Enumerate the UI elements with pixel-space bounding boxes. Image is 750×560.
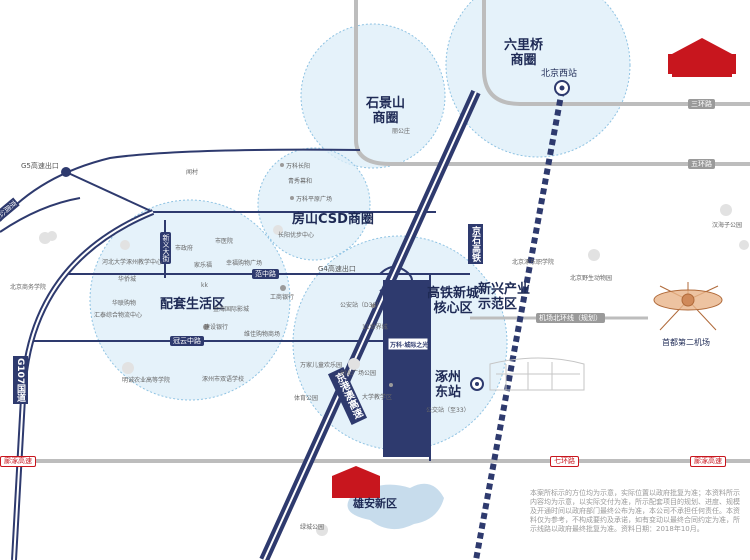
project-block bbox=[383, 280, 431, 457]
poi-ecological: 华侨城 bbox=[118, 276, 137, 283]
poi-dinglight: 丽公庄 bbox=[392, 128, 411, 135]
g5-exit-label: G5高速出口 bbox=[21, 162, 59, 170]
poi-jianshe: 建设银行 bbox=[204, 324, 229, 331]
poi-gongan3: 公交站（至33） bbox=[426, 407, 470, 414]
airport-icon bbox=[653, 282, 723, 331]
jingzhou-arc bbox=[0, 197, 81, 233]
project-logo-box bbox=[387, 337, 429, 351]
guanyun-shield: 冠云中路 bbox=[170, 336, 204, 346]
poi-daxue: 大学教学区 bbox=[362, 394, 393, 401]
tiananmen-icon bbox=[668, 38, 736, 77]
ring5-shield: 五环路 bbox=[688, 159, 715, 169]
zhuozhou-east-marker bbox=[470, 377, 484, 391]
train-sketch bbox=[489, 357, 585, 391]
ring7-shield: 七环路 bbox=[550, 456, 579, 467]
shijingshan-circle bbox=[300, 23, 446, 169]
zhuozhou-east-label: 涿州 东站 bbox=[435, 370, 462, 400]
hsr-core-label: 高铁新城 核心区 bbox=[427, 286, 480, 316]
poi-gongan: 公安站（D38） bbox=[340, 302, 383, 309]
project-name: 万科·城际之光 bbox=[390, 342, 429, 349]
beijing-west-marker bbox=[554, 80, 570, 96]
poi-dots bbox=[203, 163, 393, 387]
poi-huiyin: 汇泰综合物流中心 bbox=[94, 312, 143, 319]
poi-tiyu: 体育公园 bbox=[294, 395, 319, 402]
poi-huayu: 华联购物 bbox=[112, 300, 137, 307]
poi-shiyuan: 绿城公园 bbox=[300, 524, 325, 531]
poi-bj-edu: 北京涿东职学院 bbox=[512, 259, 555, 266]
langzhuo-left-shield: 廊涿高速 bbox=[0, 456, 36, 467]
poi-shichao: 市政府 bbox=[175, 245, 194, 252]
poi-shijie: 11世界城 bbox=[362, 324, 388, 331]
ring3-road bbox=[482, 0, 750, 106]
poi-shiyiyuan: 市医院 bbox=[215, 238, 234, 245]
poi-wanke2: 万科平原广场 bbox=[296, 196, 333, 203]
csd-label: 房山CSD商圈 bbox=[292, 212, 374, 227]
xiongan-icon bbox=[332, 466, 444, 530]
poi-kk: kk bbox=[201, 282, 208, 289]
poi-gongshang: 工商银行 bbox=[270, 294, 295, 301]
poi-jinlian: 金海国际影城 bbox=[213, 306, 250, 313]
g107-label: G107国道 bbox=[13, 356, 28, 405]
poi-bj-forest: 北京野生动物园 bbox=[570, 275, 613, 282]
liuliqiao-label: 六里桥 商圈 bbox=[504, 38, 544, 68]
poi-xingfu: 幸福购物广场 bbox=[226, 260, 263, 267]
poi-xiaoyuan: 创业广场公园 bbox=[340, 370, 377, 377]
poi-hebei-uni: 河北大学涿州教学中心 bbox=[102, 259, 163, 266]
poi-weijia: 维佳购物商场 bbox=[244, 331, 281, 338]
g4-exit-label: G4高速出口 bbox=[318, 265, 356, 273]
ring3-shield: 三环路 bbox=[688, 99, 715, 109]
disclaimer-note: 本案所标示的方位均为示意，实际位置以政府批复为准；本资料所示内容均为示意，以实际… bbox=[530, 489, 740, 533]
jingshi-hsr-label: 京石高铁 bbox=[468, 224, 483, 264]
airport-label: 首都第二机场 bbox=[662, 338, 710, 347]
ring5-road bbox=[354, 0, 750, 166]
langzhuo-right-shield: 廊涿高速 bbox=[690, 456, 726, 467]
ring-roads bbox=[0, 0, 750, 463]
liuliqiao-circle bbox=[445, 0, 631, 158]
jinggangao-expressway bbox=[259, 89, 481, 560]
airport-line-shield: 机场北环线（规划） bbox=[536, 313, 605, 323]
poi-qingyuan: 青秀幕和 bbox=[288, 178, 313, 185]
poi-jiaolou: 家乐福 bbox=[194, 262, 213, 269]
xiongan-label: 雄安新区 bbox=[353, 497, 397, 510]
xinyi-shield: 新义大街 bbox=[160, 232, 171, 264]
living-area-label: 配套生活区 bbox=[160, 297, 226, 312]
living-circle bbox=[89, 199, 291, 401]
poi-mingxiao: 明诚农业高等学院 bbox=[122, 377, 171, 384]
fanzhong-shield: 范中路 bbox=[252, 269, 279, 279]
poi-nicun: 闻村 bbox=[186, 169, 199, 176]
shijingshan-label: 石景山 商圈 bbox=[366, 96, 406, 126]
csd-circle bbox=[257, 147, 371, 261]
poi-hanchuan: 长阳优步中心 bbox=[278, 232, 315, 239]
g5-link bbox=[65, 171, 154, 213]
poi-zhuozhou-school: 涿州市双语学校 bbox=[202, 376, 245, 383]
poi-hanhai: 汉海子公园 bbox=[712, 222, 743, 229]
beijing-west-label: 北京西站 bbox=[541, 69, 578, 79]
poi-beijing-pro: 北京商务学院 bbox=[10, 284, 47, 291]
tree-sketches bbox=[39, 204, 749, 536]
poi-ertong: 万家儿童欢乐园 bbox=[300, 362, 343, 369]
new-industry-label: 新兴产业 示范区 bbox=[478, 282, 531, 312]
poi-wanke: 万科长阳 bbox=[286, 163, 311, 170]
g5-arc bbox=[0, 148, 361, 222]
g5-exit-node bbox=[61, 167, 71, 177]
